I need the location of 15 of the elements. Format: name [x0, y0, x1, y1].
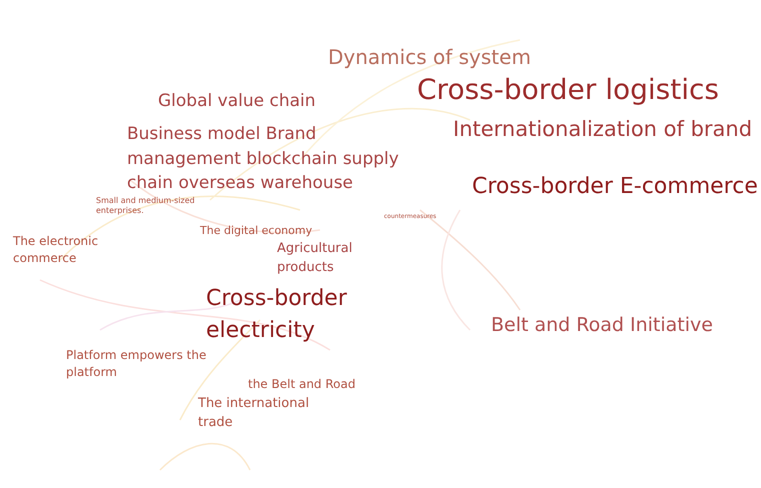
keyword-label: Belt and Road Initiative — [491, 313, 713, 338]
keyword-label: The international trade — [198, 395, 310, 432]
keyword-label: Platform empowers the platform — [66, 347, 208, 382]
keyword-label: Business model Brand management blockchain supply chain overseas warehouse — [127, 123, 400, 196]
keyword-label: Dynamics of system — [328, 44, 531, 71]
keyword-label: Global value chain — [158, 90, 316, 113]
keyword-label: Agricultural products — [277, 240, 354, 277]
keyword-label: the Belt and Road — [248, 376, 356, 393]
keyword-label: Cross-border E-commerce — [472, 173, 758, 201]
keyword-label: The digital economy — [200, 223, 312, 239]
keyword-label: Internationalization of brand — [453, 116, 752, 143]
keyword-label: Cross-border electricity — [206, 285, 348, 345]
keyword-label: The electronic commerce — [13, 233, 100, 268]
keyword-label: Cross-border logistics — [417, 72, 719, 108]
keyword-label: Small and medium-sized enterprises. — [96, 196, 196, 216]
